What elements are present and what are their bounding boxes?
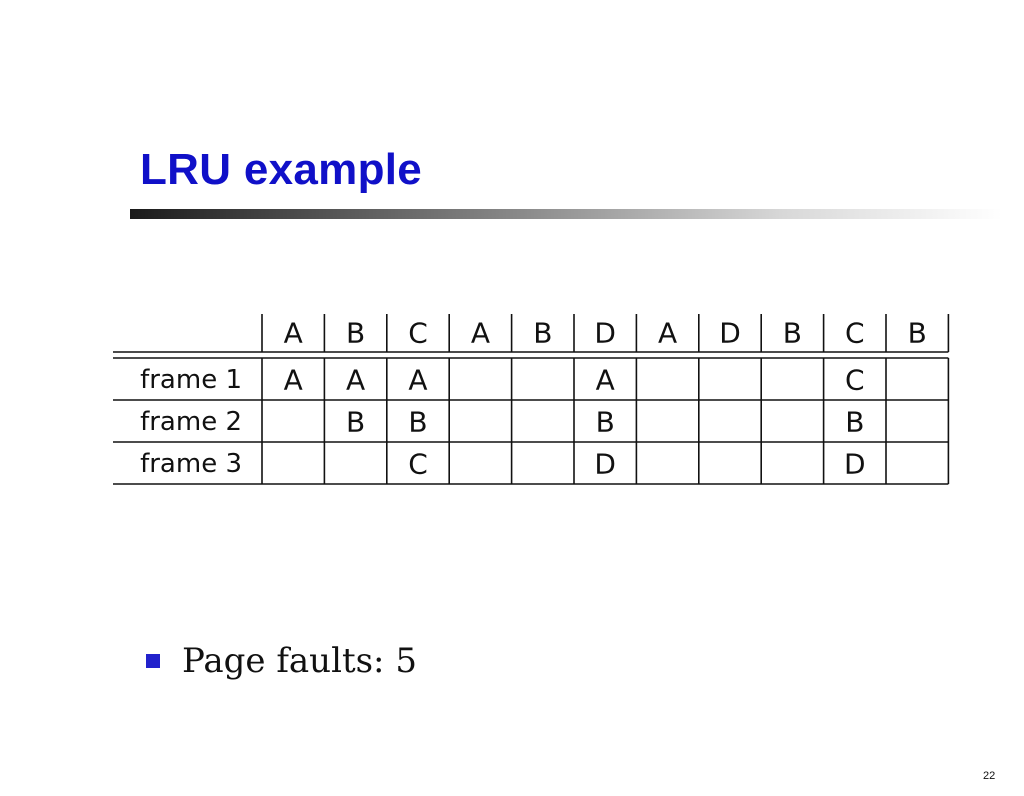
frame-row-label: frame 1 [140,365,242,395]
reference-cell: A [471,317,490,350]
frame-cell: A [346,364,365,397]
slide-number: 22 [983,770,996,782]
frame-cell: C [408,448,428,481]
title-underline-rule [130,209,1002,219]
frame-cell: D [594,448,616,481]
reference-cell: D [719,317,741,350]
frame-row-label: frame 3 [140,449,242,479]
reference-cell: A [284,317,303,350]
bullet-item: Page faults: 5 [146,636,417,686]
frame-cell: A [284,364,303,397]
frame-cell: A [408,364,427,397]
reference-cell: B [908,317,927,350]
reference-cell: B [533,317,552,350]
frame-cell: B [408,406,427,439]
frame-cell: B [346,406,365,439]
frame-cell: B [596,406,615,439]
reference-cell: B [346,317,365,350]
reference-cell: B [783,317,802,350]
reference-cell: C [845,317,865,350]
reference-cell: A [658,317,677,350]
slide-title: LRU example [140,145,423,194]
reference-cell: D [594,317,616,350]
frame-cell: C [845,364,865,397]
square-bullet-icon [146,654,160,668]
bullet-text: Page faults: 5 [182,641,417,681]
frame-row-label: frame 2 [140,407,242,437]
frame-cell: A [596,364,615,397]
frame-cell: D [844,448,866,481]
frame-cell: B [845,406,864,439]
reference-cell: C [408,317,428,350]
